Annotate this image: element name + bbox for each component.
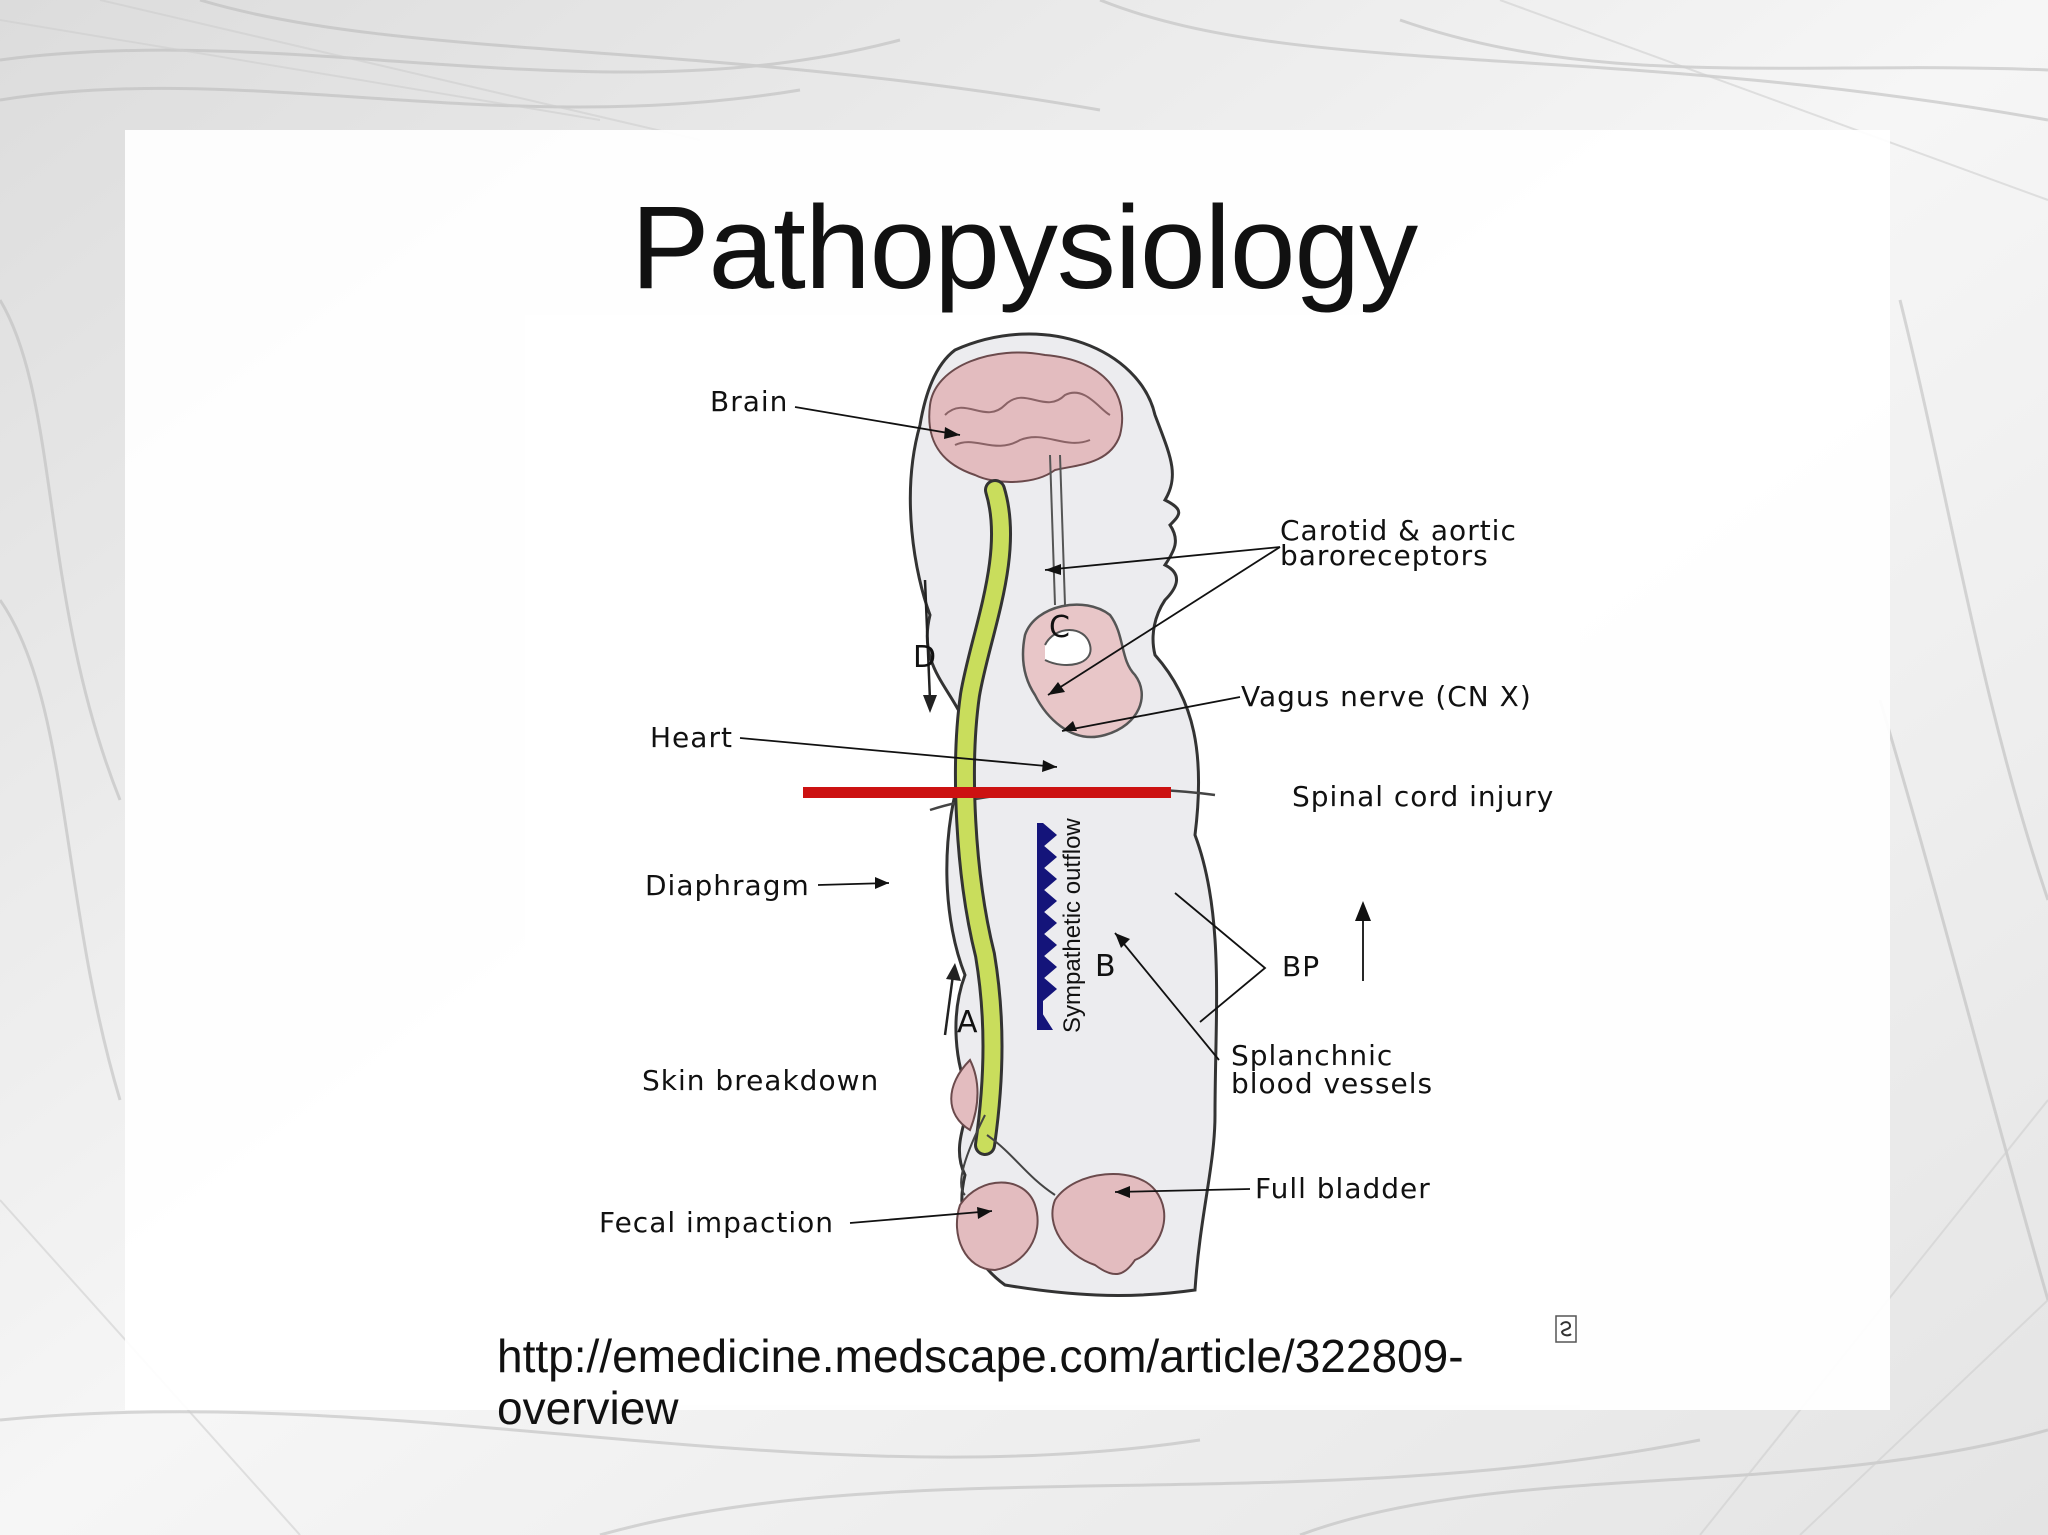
pathway-letter-b: B — [1095, 949, 1116, 984]
sympathetic-chain — [1037, 823, 1057, 1030]
pathway-letter-c: C — [1049, 610, 1070, 645]
autonomic-dysreflexia-diagram: Sympathetic outflow D C B A Brain Ca — [599, 332, 1554, 1297]
slide-title: Pathopysiology — [630, 182, 1418, 314]
arrow-a — [943, 974, 955, 1036]
pathway-letter-a: A — [957, 1005, 978, 1040]
arrow-d — [923, 579, 932, 701]
label-baroreceptors-line1: Carotid & aortic — [1280, 514, 1517, 547]
label-diaphragm: Diaphragm — [645, 869, 810, 902]
pathway-letter-d: D — [913, 640, 936, 675]
source-link[interactable]: http://emedicine.medscape.com/article/32… — [497, 1330, 1464, 1434]
brain — [928, 351, 1124, 483]
injury-line — [803, 787, 1171, 798]
slide-footer-icon — [1555, 1315, 1577, 1343]
label-fecal-impaction: Fecal impaction — [599, 1206, 834, 1239]
label-heart: Heart — [650, 721, 733, 754]
label-vagus-nerve: Vagus nerve (CN X) — [1241, 680, 1532, 713]
anatomy-figure: Sympathetic outflow D C B A Brain Ca — [525, 315, 1580, 1405]
sympathetic-outflow-label: Sympathetic outflow — [1059, 818, 1086, 1033]
label-splanchnic-line2: blood vessels — [1231, 1067, 1433, 1100]
skin-lesion — [950, 1058, 979, 1132]
label-skin-breakdown: Skin breakdown — [642, 1064, 879, 1097]
label-spinal-cord-injury: Spinal cord injury — [1292, 780, 1554, 813]
label-splanchnic-line1: Splanchnic — [1231, 1039, 1393, 1072]
label-full-bladder: Full bladder — [1255, 1172, 1431, 1205]
bowel — [955, 1181, 1039, 1272]
label-bp: BP — [1282, 950, 1320, 983]
label-brain: Brain — [710, 385, 788, 418]
bladder — [1051, 1173, 1166, 1275]
label-baroreceptors-line2: baroreceptors — [1280, 539, 1489, 572]
